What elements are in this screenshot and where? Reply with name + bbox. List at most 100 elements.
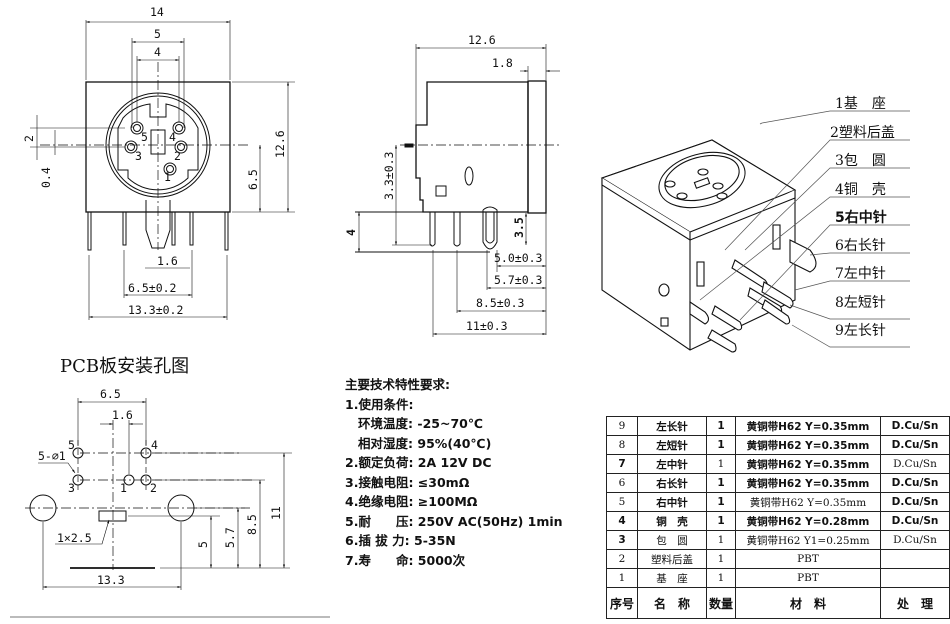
bom-cell-no: 4 (606, 511, 638, 531)
bom-cell-qty: 1 (706, 435, 736, 455)
pcb-hole-5 (72, 447, 84, 459)
pcb-pin-label-3: 3 (68, 481, 75, 495)
bom-cell-qty: 1 (706, 454, 736, 474)
bom-header-cell: 处 理 (880, 587, 950, 619)
spec-line: 3.接触电阻: ≤30mΩ (345, 474, 470, 490)
callout-4: 4铜 壳 (835, 181, 886, 198)
pcb-pin-label-1: 1 (120, 481, 127, 495)
side-view-labels: 12.6 1.8 3.3±0.3 4 3.5 5.0±0.3 5.7±0.3 8… (344, 33, 543, 333)
bom-cell-material: 黄铜带H62 Y1=0.25mm (735, 530, 881, 550)
bom-cell-name: 左短针 (637, 435, 707, 455)
bom-cell-finish: D.Cu/Sn (880, 435, 950, 455)
bom-cell-no: 6 (606, 473, 638, 493)
front-view-labels: 14 5 4 2 0.4 6.5 12.6 1.6 6.5±0.2 13.3±0… (22, 5, 287, 317)
pcb-hole-4 (140, 447, 152, 459)
dim-pin-row-span: 6.5±0.2 (128, 281, 176, 295)
spec-line: 2.额定负荷: 2A 12V DC (345, 455, 492, 470)
bom-cell-no: 2 (606, 549, 638, 569)
dim-outer-pin-span: 5 (154, 27, 161, 41)
pcb-dim-center-spacing: 1.6 (112, 408, 133, 422)
pcb-layout-labels: 6.5 1.6 5-⌀1 1×2.5 13.3 5 5.7 8.5 11 1 2… (38, 387, 283, 587)
pcb-dim-pin-span: 6.5 (100, 387, 121, 401)
bom-cell-material: PBT (735, 549, 881, 569)
bom-cell-material: 黄铜带H62 Y=0.35mm (735, 454, 881, 474)
bom-cell-finish: D.Cu/Sn (880, 530, 950, 550)
pcb-pin-label-5: 5 (68, 438, 75, 452)
callout-5: 5右中针 (835, 209, 887, 226)
bom-cell-qty: 1 (706, 416, 736, 436)
bom-cell-no: 7 (606, 454, 638, 474)
bom-cell-qty: 1 (706, 530, 736, 550)
bom-cell-name: 包 圆 (637, 530, 707, 550)
pcb-pin-label-4: 4 (151, 438, 158, 452)
bom-cell-finish: D.Cu/Sn (880, 511, 950, 531)
side-flange (527, 80, 547, 214)
dim-side-center-height: 3.3±0.3 (382, 151, 396, 200)
pcb-hole-3 (72, 474, 84, 486)
spec-line: 相对湿度: 95%(40℃) (345, 435, 492, 451)
tech-specs: 主要技术特性要求: 1.使用条件: 环境温度: -25~70℃ 相对湿度: 95… (345, 375, 563, 570)
dim-flange: 1.8 (492, 56, 513, 70)
bom-cell-name: 塑料后盖 (637, 549, 707, 569)
iso-callout-labels: 1基 座 2塑料后盖 3包 圆 4铜 壳 5右中针 6右长针 7左中针 8左短针… (830, 95, 895, 339)
bom-cell-finish: D.Cu/Sn (880, 454, 950, 474)
pcb-dim-h57: 5.7 (223, 527, 237, 548)
pcb-layout-title: PCB板安装孔图 (60, 356, 189, 377)
dim-center-pin-spacing: 1.6 (157, 254, 178, 268)
dim-depth: 12.6 (468, 33, 496, 47)
bom-cell-qty: 1 (706, 549, 736, 569)
bom-header-cell: 名 称 (637, 587, 707, 619)
bom-cell-no: 9 (606, 416, 638, 436)
pcb-dim-mount-span: 13.3 (97, 573, 125, 587)
pcb-mount-hole-right (167, 494, 195, 522)
bom-cell-name: 左中针 (637, 454, 707, 474)
pin-label-5: 5 (141, 130, 148, 144)
bom-cell-name: 基 座 (637, 568, 707, 588)
side-view (355, 44, 560, 337)
bom-header-cell: 序号 (606, 587, 638, 619)
dim-d3: 8.5±0.3 (476, 296, 525, 310)
callout-9: 9左长针 (835, 323, 886, 339)
side-slot (464, 166, 474, 186)
bom-cell-finish: D.Cu/Sn (880, 492, 950, 512)
pin-label-1: 1 (164, 170, 171, 184)
pin-label-2: 2 (174, 149, 181, 163)
pcb-dim-h5: 5 (196, 541, 210, 548)
pcb-pin-label-2: 2 (150, 481, 157, 495)
pcb-mount-hole-left (29, 494, 57, 522)
specs-heading: 主要技术特性要求: (345, 377, 450, 392)
spec-line: 1.使用条件: (345, 396, 414, 412)
dim-inner-pin-span: 4 (154, 45, 161, 59)
pcb-dim-hole-spec: 5-⌀1 (38, 449, 66, 463)
bom-cell-no: 3 (606, 530, 638, 550)
pcb-layout (25, 398, 292, 590)
bom-cell-name: 左长针 (637, 416, 707, 436)
bom-cell-material: 黄铜带H62 Y=0.35mm (735, 473, 881, 493)
pcb-dim-slot-spec: 1×2.5 (57, 531, 92, 545)
bom-header-row: 序号名 称数量材 料处 理 (606, 587, 950, 619)
pcb-dim-h11: 11 (269, 506, 283, 520)
dim-key-offset: 0.4 (39, 167, 53, 188)
dim-d2: 5.7±0.3 (494, 273, 543, 287)
pcb-hole-2 (140, 474, 152, 486)
bom-header-cell: 材 料 (735, 587, 881, 619)
bom-header-cell: 数量 (706, 587, 736, 619)
dim-overall-width: 14 (150, 5, 164, 19)
bom-cell-no: 1 (606, 568, 638, 588)
bom-cell-qty: 1 (706, 473, 736, 493)
bom-cell-name: 右中针 (637, 492, 707, 512)
pcb-hole-1 (123, 474, 135, 486)
side-body-outline (415, 81, 529, 213)
dim-d1: 5.0±0.3 (494, 251, 543, 265)
bom-cell-finish (880, 549, 950, 569)
dim-body-height: 12.6 (273, 130, 287, 158)
callout-7: 7左中针 (835, 266, 886, 282)
